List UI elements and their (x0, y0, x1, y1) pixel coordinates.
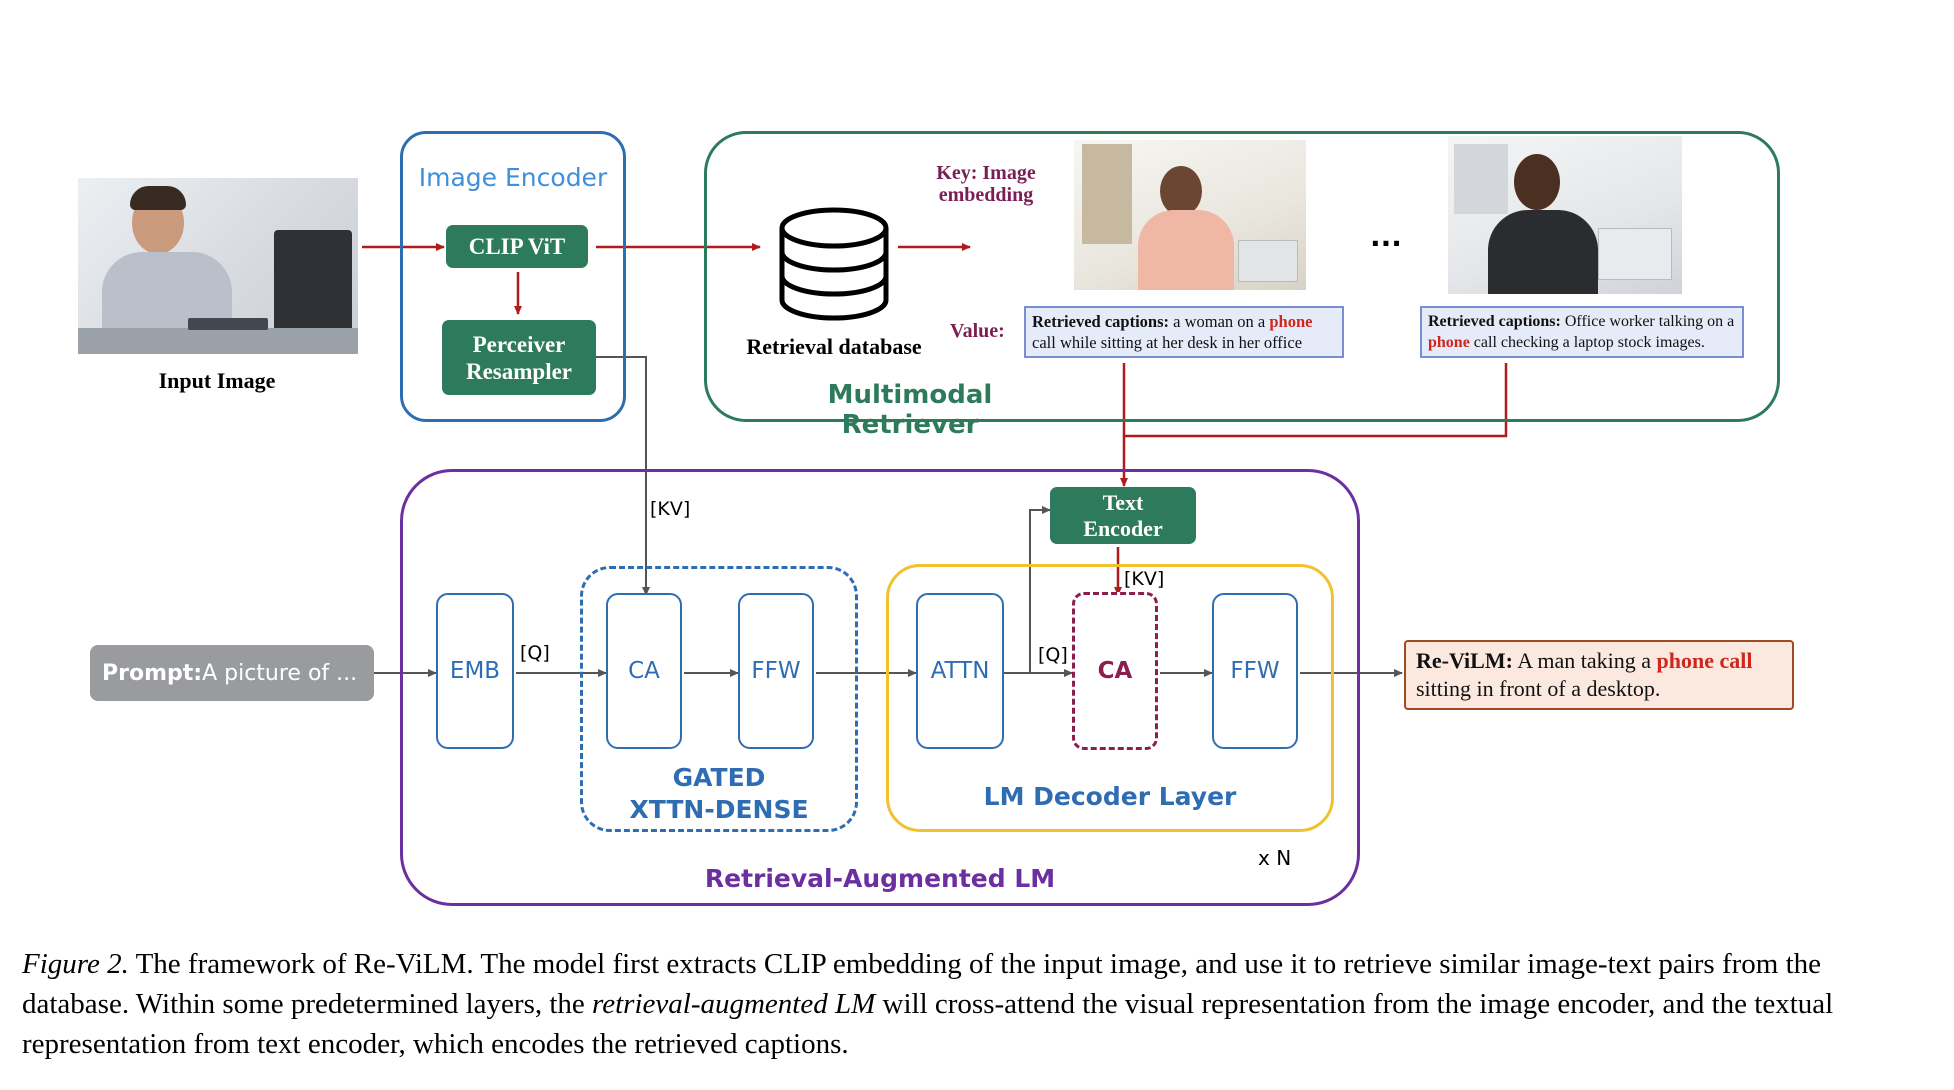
input-image-label: Input Image (158, 368, 276, 393)
q-label-emb: [Q] (520, 642, 550, 664)
caption1-highlight: phone (1269, 312, 1313, 331)
perceiver-line2: Resampler (465, 358, 573, 384)
output-line2: sitting in front of a desktop. (1416, 676, 1661, 701)
emb-block: EMB (436, 593, 514, 749)
image-encoder-panel (400, 131, 626, 422)
caption2-bold: Retrieved captions: (1428, 313, 1561, 330)
caption1-post: call while sitting at her desk in her of… (1032, 333, 1303, 352)
woman-body (1138, 210, 1234, 290)
monitor-shape (274, 230, 352, 340)
retrieval-database-label: Retrieval database (746, 334, 922, 359)
ffw-block-gated: FFW (738, 593, 814, 749)
figure-caption-part1: The framework of Re-ViLM. The model firs… (22, 948, 1821, 1020)
figure-caption: Figure 2. The framework of Re-ViLM. The … (22, 944, 1852, 1064)
output-box: Re-ViLM: A man taking a phone call sitti… (1404, 640, 1794, 710)
laptop2-shape (1598, 228, 1672, 280)
woman2-head (1514, 154, 1560, 210)
ffw-block-decoder: FFW (1212, 593, 1298, 749)
arrow-attn-to-text-encoder (1029, 506, 1051, 673)
person-hair (130, 186, 186, 210)
desk-shape (78, 328, 358, 354)
text-encoder-block: Text Encoder (1050, 487, 1196, 544)
key-label-line1: Key: Image (936, 162, 1036, 184)
bookshelf-shape (1082, 144, 1132, 244)
output-pre: A man taking a (1512, 648, 1657, 673)
retrieval-augmented-lm-title: Retrieval-Augmented LM (704, 864, 1056, 893)
ellipsis: ... (1370, 220, 1402, 253)
caption1-bold: Retrieved captions: (1032, 312, 1170, 331)
caption2-post: call checking a laptop stock images. (1469, 334, 1705, 351)
database-icon (779, 207, 889, 321)
kv-label-text: [KV] (1124, 568, 1165, 590)
figure-caption-part2: will cross-attend the visual representat… (22, 988, 1834, 1060)
multimodal-retriever-title: Multimodal Retriever (827, 380, 993, 440)
figure-caption-italic: retrieval-augmented LM (592, 988, 876, 1020)
woman-head (1160, 166, 1202, 216)
woman2-body (1488, 210, 1598, 294)
ca-block-decoder: CA (1072, 592, 1158, 750)
output-highlight: phone call (1656, 648, 1753, 673)
arrow-perceiver-to-ca (596, 356, 650, 596)
key-label: Key: Image embedding (924, 162, 1048, 206)
text-encoder-line1: Text (1102, 489, 1144, 515)
prompt-text: A picture of ... (202, 660, 358, 686)
key-label-line2: embedding (938, 184, 1034, 206)
clip-vit-block: CLIP ViT (446, 225, 588, 268)
lm-decoder-layer-group (886, 564, 1334, 832)
output-line1: Re-ViLM: A man taking a phone call (1416, 647, 1782, 675)
q-label-attn: [Q] (1038, 644, 1068, 666)
gated-title-line2: XTTN-DENSE (629, 795, 809, 824)
binders-shape (1454, 144, 1508, 214)
retrieved-image-1 (1074, 140, 1306, 290)
kv-label-image: [KV] (650, 498, 691, 520)
repeat-label: x N (1258, 846, 1292, 870)
retrieved-caption-2: Retrieved captions: Office worker talkin… (1420, 306, 1744, 358)
retrieved-caption-1: Retrieved captions: a woman on a phone c… (1024, 306, 1344, 358)
ca-block-gated: CA (606, 593, 682, 749)
lm-decoder-layer-title: LM Decoder Layer (983, 782, 1237, 811)
gated-title-line1: GATED (672, 763, 766, 792)
text-encoder-line2: Encoder (1083, 515, 1163, 541)
gated-xttn-dense-group (580, 566, 858, 832)
arrow-captions-merge (1122, 363, 1508, 438)
keyboard-shape (188, 318, 268, 330)
image-encoder-title: Image Encoder (418, 163, 608, 192)
gated-xttn-dense-title: GATED XTTN-DENSE (580, 762, 858, 826)
figure-caption-label: Figure 2. (22, 948, 129, 980)
caption1-pre: a woman on a (1169, 312, 1270, 331)
prompt-label: Prompt: (102, 660, 203, 686)
caption2-pre: Office worker talking on a (1560, 313, 1735, 330)
output-label: Re-ViLM: (1416, 648, 1513, 673)
perceiver-resampler-block: Perceiver Resampler (442, 320, 596, 395)
caption2-highlight: phone (1428, 334, 1470, 351)
input-image (78, 178, 358, 354)
prompt-box: Prompt: A picture of ... (90, 645, 374, 701)
perceiver-line1: Perceiver (472, 331, 566, 357)
value-label: Value: (950, 320, 1005, 342)
retrieval-augmented-lm-panel (400, 469, 1360, 906)
attn-block: ATTN (916, 593, 1004, 749)
multimodal-retriever-panel (704, 131, 1780, 422)
laptop-shape (1238, 240, 1298, 282)
retrieved-image-2 (1448, 136, 1682, 294)
